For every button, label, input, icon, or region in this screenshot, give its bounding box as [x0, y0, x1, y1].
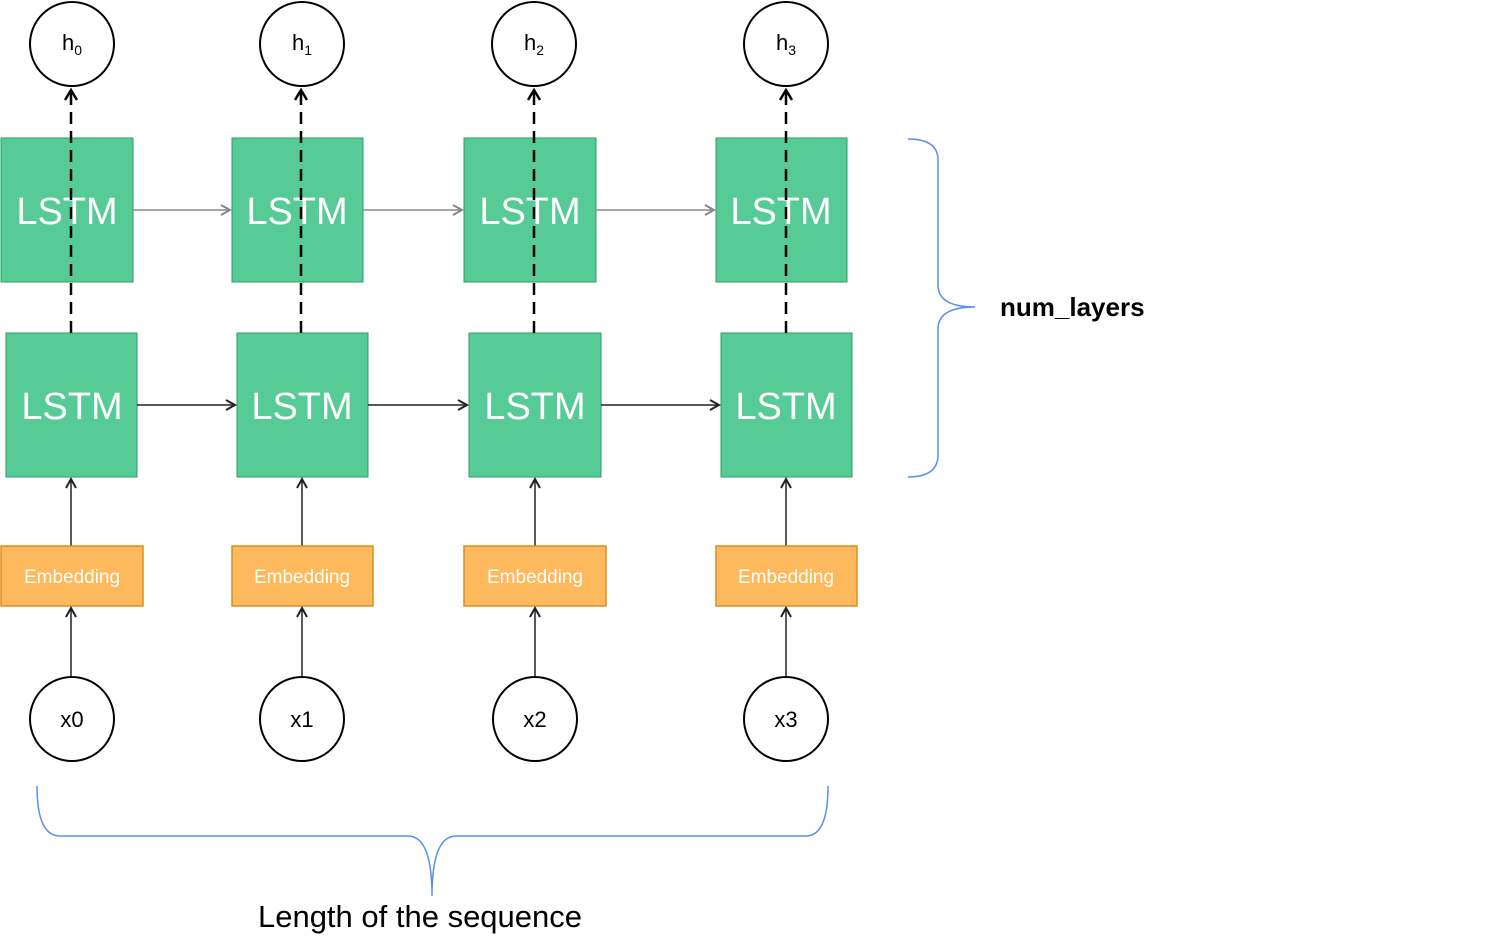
input-node-3	[743, 676, 829, 762]
embedding-box-2	[463, 545, 607, 607]
lstm-top-label-0: LSTM	[16, 191, 117, 233]
lstm-bottom-label-3: LSTM	[735, 386, 836, 428]
sequence-brace	[36, 785, 829, 897]
lstm-top-box-0	[0, 137, 134, 283]
input-nodes: x0 x1 x2 x3	[29, 676, 829, 762]
embedding-layer: Embedding Embedding Embedding Embedding	[0, 545, 858, 607]
lstm-bottom-label-2: LSTM	[484, 386, 585, 428]
input-label-0: x0	[60, 707, 83, 732]
embedding-to-lstm-arrows	[71, 479, 786, 546]
output-label-3: h3	[776, 30, 796, 58]
lstm-bottom-layer: LSTM LSTM LSTM LSTM	[5, 332, 853, 478]
lstm-bottom-label-0: LSTM	[21, 386, 122, 428]
layers-label: num_layers	[1000, 292, 1145, 322]
lstm-bottom-label-1: LSTM	[251, 386, 352, 428]
embedding-box-0	[0, 545, 144, 607]
input-node-0	[29, 676, 115, 762]
input-to-embedding-arrows	[71, 608, 786, 676]
layers-brace	[907, 138, 976, 478]
input-node-2	[492, 676, 578, 762]
output-node-0	[29, 1, 115, 87]
lstm-top-box-2	[463, 137, 597, 283]
output-dashed-arrows	[71, 90, 786, 333]
lstm-top-layer: LSTM LSTM LSTM LSTM	[0, 137, 848, 283]
output-nodes: h0 h1 h2 h3	[29, 1, 829, 87]
embedding-box-1	[231, 545, 374, 607]
input-label-1: x1	[290, 707, 313, 732]
input-label-2: x2	[523, 707, 546, 732]
output-node-1	[259, 1, 345, 87]
lstm-bottom-box-3	[720, 332, 853, 478]
sequence-label: Length of the sequence	[258, 899, 582, 934]
lstm-top-box-3	[715, 137, 848, 283]
output-node-2	[491, 1, 577, 87]
embedding-label-0: Embedding	[24, 567, 120, 588]
lstm-bottom-box-0	[5, 332, 138, 478]
embedding-label-3: Embedding	[738, 567, 834, 588]
output-node-3	[743, 1, 829, 87]
lstm-top-label-1: LSTM	[246, 191, 347, 233]
embedding-label-2: Embedding	[487, 567, 583, 588]
output-label-1: h1	[292, 30, 312, 58]
lstm-top-label-3: LSTM	[730, 191, 831, 233]
embedding-box-3	[715, 545, 858, 607]
output-label-0: h0	[62, 30, 82, 58]
output-label-2: h2	[524, 30, 544, 58]
lstm-top-box-1	[231, 137, 364, 283]
input-label-3: x3	[774, 707, 797, 732]
lstm-bottom-box-2	[468, 332, 602, 478]
embedding-label-1: Embedding	[254, 567, 350, 588]
lstm-top-label-2: LSTM	[479, 191, 580, 233]
input-node-1	[259, 676, 345, 762]
